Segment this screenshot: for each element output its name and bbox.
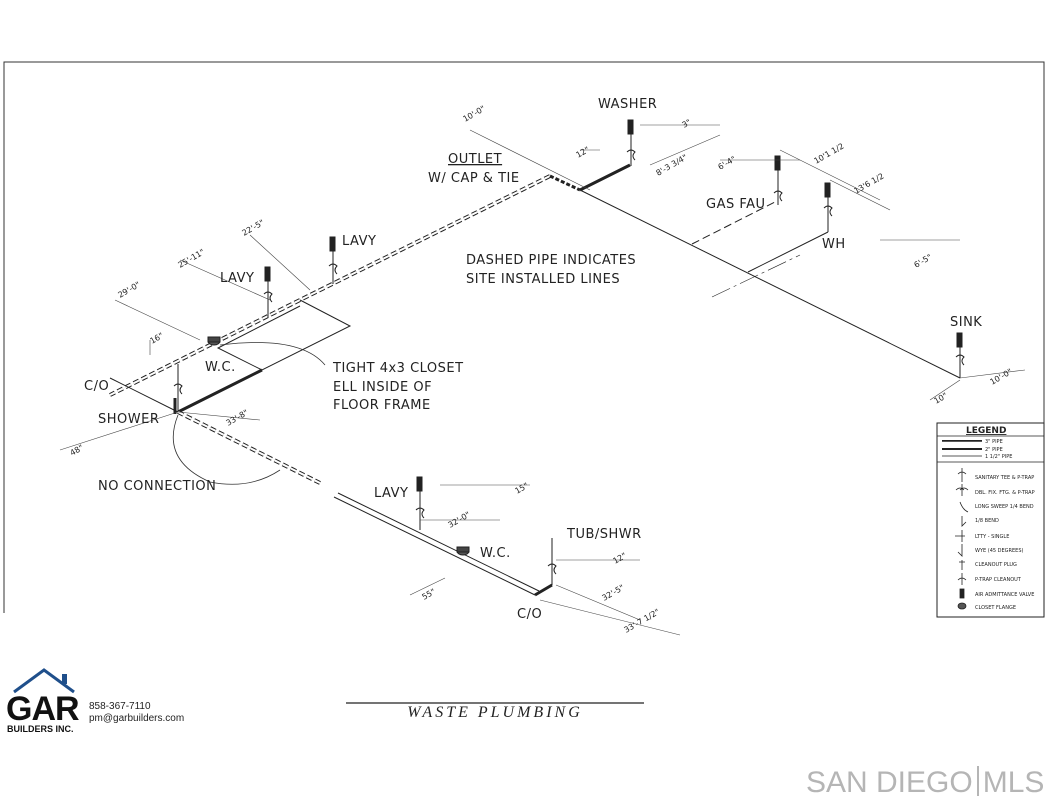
legend-item-7: P-TRAP CLEANOUT bbox=[975, 577, 1022, 583]
dim-top: 10'-0" bbox=[462, 104, 487, 124]
closet-note-line-3: FLOOR FRAME bbox=[333, 398, 431, 413]
label-no-connection: NO CONNECTION bbox=[98, 479, 216, 494]
dim-8-3: 8'-3 3/4" bbox=[655, 153, 689, 178]
dim-6-5: 6'-5" bbox=[913, 252, 934, 269]
label-washer: WASHER bbox=[598, 97, 657, 112]
label-outlet-sub: W/ CAP & TIE bbox=[428, 171, 520, 186]
dim-sink-small: 10" bbox=[933, 391, 950, 406]
dimension-lines bbox=[59, 124, 1026, 636]
logo-text: GAR bbox=[6, 690, 79, 728]
dim-25-11: 25'-11" bbox=[177, 247, 207, 269]
label-shower: SHOWER bbox=[98, 412, 159, 427]
dim-washer-small: 3" bbox=[681, 118, 693, 130]
label-wc-lower: W.C. bbox=[480, 546, 511, 561]
legend-item-0: SANITARY TEE & P-TRAP bbox=[975, 475, 1034, 481]
dim-33-7: 33'-7 1/2" bbox=[623, 607, 662, 635]
legend-pipe-3: 3" PIPE bbox=[985, 439, 1003, 445]
company-logo-block: GAR BUILDERS INC. 858-367-7110 pm@garbui… bbox=[6, 668, 206, 738]
dim-48: 48" bbox=[69, 443, 86, 458]
closet-note-line-1: TIGHT 4x3 CLOSET bbox=[332, 361, 464, 376]
watermark-left: SAN DIEGO bbox=[806, 766, 973, 799]
label-co-left: C/O bbox=[84, 379, 109, 394]
dim-10-0-sink: 10'-0" bbox=[989, 367, 1014, 387]
house-logo-icon: GAR BUILDERS INC. bbox=[6, 668, 80, 734]
legend-item-8: AIR ADMITTANCE VALVE bbox=[975, 592, 1034, 598]
leader-lines bbox=[172, 342, 326, 485]
label-outlet: OUTLET bbox=[448, 152, 502, 167]
watermark-divider bbox=[976, 766, 979, 796]
legend: LEGEND 3" PIPE 2" PIPE 1 1/2" PIPE SANIT… bbox=[936, 422, 1045, 618]
legend-item-5: WYE (45 DEGREES) bbox=[975, 548, 1023, 554]
closet-note-line-2: ELL INSIDE OF bbox=[333, 380, 432, 395]
label-gas-fau: GAS FAU bbox=[706, 197, 766, 212]
label-lavy-lower: LAVY bbox=[374, 486, 408, 501]
label-wh: WH bbox=[822, 237, 846, 252]
logo-subtext: BUILDERS INC. bbox=[7, 724, 74, 734]
note-line-1: DASHED PIPE INDICATES bbox=[466, 253, 636, 268]
dim-12-lower: 12" bbox=[612, 551, 629, 566]
dim-32-5: 32'-5" bbox=[601, 583, 626, 603]
drawing-labels: WASHER OUTLET W/ CAP & TIE GAS FAU WH DA… bbox=[84, 97, 982, 622]
p-trap-icons bbox=[173, 149, 965, 575]
legend-pipe-2: 2" PIPE bbox=[985, 447, 1003, 453]
legend-pipe-1-5: 1 1/2" PIPE bbox=[985, 454, 1012, 460]
company-phone: 858-367-7110 bbox=[89, 701, 151, 712]
label-tub-shwr: TUB/SHWR bbox=[566, 527, 642, 542]
dim-29-0: 29'-0" bbox=[117, 280, 142, 300]
dim-6-4: 6'-4" bbox=[717, 154, 738, 171]
legend-title: LEGEND bbox=[966, 426, 1006, 436]
sheet-border bbox=[3, 61, 1045, 613]
legend-item-6: CLEANOUT PLUG bbox=[975, 562, 1017, 568]
dim-22-5: 22'-5" bbox=[241, 218, 266, 238]
closet-flange-icons bbox=[207, 336, 470, 556]
label-lavy-left: LAVY bbox=[220, 271, 254, 286]
dim-55: 55" bbox=[421, 587, 438, 602]
dim-13-6: 13'6 1/2 bbox=[853, 171, 886, 195]
dim-15: 15" bbox=[514, 481, 531, 496]
sheet-title: WASTE PLUMBING bbox=[407, 704, 583, 721]
fixture-risers bbox=[264, 119, 963, 585]
legend-item-2: LONG SWEEP 1/4 BEND bbox=[975, 504, 1034, 510]
label-wc-upper: W.C. bbox=[205, 360, 236, 375]
dim-outlet-small: 12" bbox=[575, 145, 592, 160]
watermark: SAN DIEGO MLS bbox=[806, 766, 1044, 800]
legend-item-9: CLOSET FLANGE bbox=[975, 605, 1016, 611]
note-line-2: SITE INSTALLED LINES bbox=[466, 272, 620, 287]
company-email: pm@garbuilders.com bbox=[89, 713, 185, 724]
label-lavy-upper: LAVY bbox=[342, 234, 376, 249]
legend-item-1: DBL. FIX. FTG. & P-TRAP bbox=[975, 490, 1035, 496]
label-sink: SINK bbox=[950, 315, 982, 330]
watermark-right: MLS bbox=[982, 766, 1045, 799]
legend-item-4: LTTY - SINGLE bbox=[975, 534, 1009, 540]
label-co-lower: C/O bbox=[517, 607, 542, 622]
pipe-runs bbox=[109, 163, 961, 597]
site-installed-main-upper bbox=[109, 174, 551, 397]
dim-16: 16" bbox=[149, 331, 166, 346]
dim-32-0: 32'-0" bbox=[447, 510, 472, 530]
legend-item-3: 1/8 BEND bbox=[975, 518, 999, 524]
dim-10-1: 10'1 1/2 bbox=[813, 141, 846, 165]
dim-33-8: 33'-8" bbox=[225, 408, 250, 428]
